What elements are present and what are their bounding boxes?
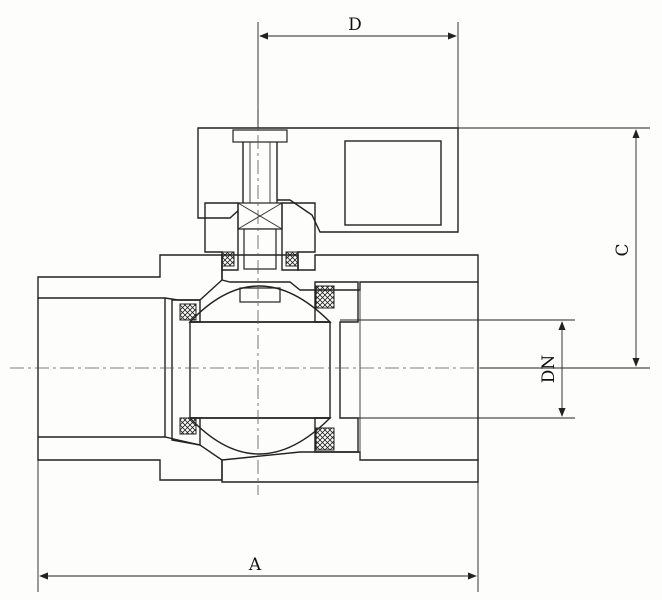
dimension-d: D bbox=[257, 15, 459, 128]
dimension-a: A bbox=[37, 460, 479, 592]
dimension-c: C bbox=[458, 127, 650, 369]
dim-d-label: D bbox=[348, 15, 362, 35]
ball bbox=[188, 285, 332, 455]
dimension-dn: DN bbox=[340, 319, 575, 419]
handle bbox=[197, 127, 459, 233]
dim-a-label: A bbox=[248, 555, 262, 575]
dim-c-label: C bbox=[613, 243, 633, 256]
dim-dn-label: DN bbox=[539, 355, 559, 384]
valve-stem bbox=[232, 129, 288, 303]
seats bbox=[179, 285, 335, 451]
